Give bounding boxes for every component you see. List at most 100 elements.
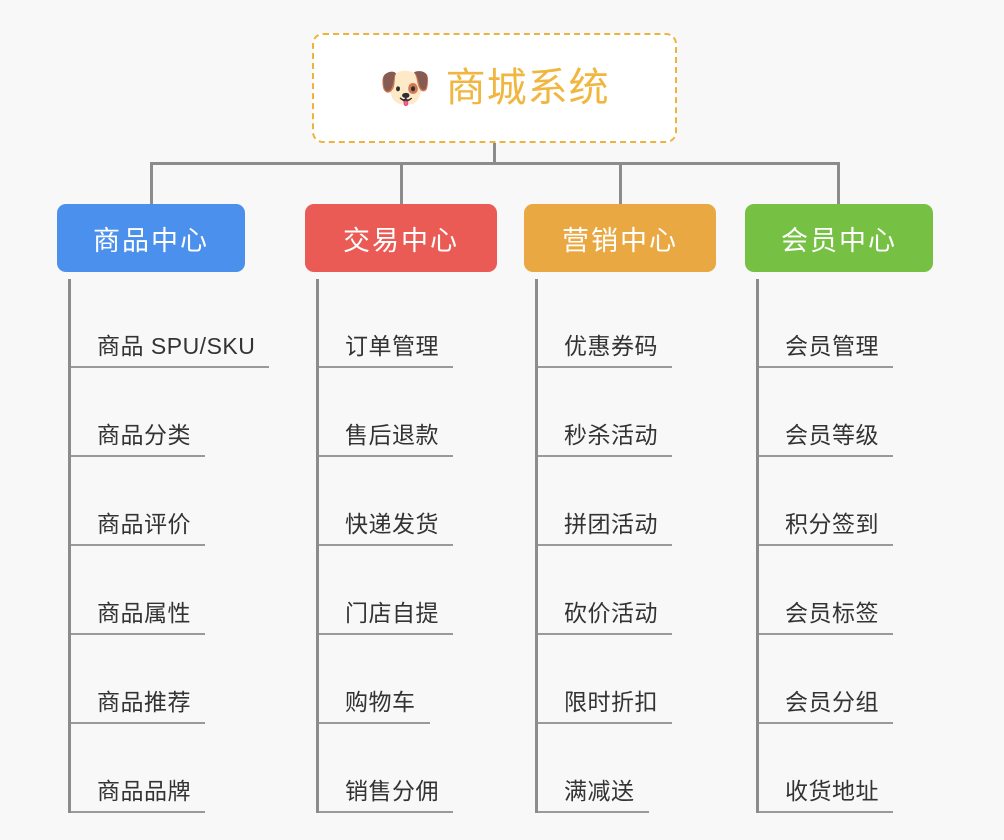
branch-item-label: 门店自提 — [345, 599, 439, 626]
branch-item[interactable]: 商品品牌 — [57, 724, 297, 813]
branch-spine — [68, 279, 71, 813]
branch-item-label: 商品推荐 — [97, 688, 191, 715]
branch-item-underline: 会员分组 — [759, 688, 893, 724]
branch-spine — [316, 279, 319, 813]
root-node[interactable]: 🐶 商城系统 — [312, 33, 677, 143]
branch-item-label: 商品属性 — [97, 599, 191, 626]
branch-item-label: 会员管理 — [785, 332, 879, 359]
branch-item-underline: 商品分类 — [71, 421, 205, 457]
branch-header-label: 营销中心 — [562, 225, 678, 256]
connector-drop-product — [150, 162, 153, 207]
branch-item[interactable]: 积分签到 — [745, 457, 933, 546]
branch-item-label: 订单管理 — [345, 332, 439, 359]
branch-item[interactable]: 商品分类 — [57, 368, 297, 457]
branch-item[interactable]: 会员等级 — [745, 368, 933, 457]
branch-item-underline: 快递发货 — [319, 510, 453, 546]
branch-item-label: 商品 SPU/SKU — [97, 332, 256, 359]
branch-item-label: 商品品牌 — [97, 777, 191, 804]
connector-horizontal-bus — [150, 162, 840, 165]
branch-item-underline: 商品属性 — [71, 599, 205, 635]
branch-item[interactable]: 销售分佣 — [305, 724, 497, 813]
branch-item[interactable]: 商品评价 — [57, 457, 297, 546]
branch-column-marketing-center: 营销中心优惠券码秒杀活动拼团活动砍价活动限时折扣满减送 — [524, 204, 716, 813]
branch-item[interactable]: 会员管理 — [745, 279, 933, 368]
branch-item-underline: 拼团活动 — [538, 510, 672, 546]
branch-item-label: 拼团活动 — [564, 510, 658, 537]
branch-column-trade-center: 交易中心订单管理售后退款快递发货门店自提购物车销售分佣 — [305, 204, 497, 813]
branch-item[interactable]: 售后退款 — [305, 368, 497, 457]
branch-item-underline: 满减送 — [538, 777, 649, 813]
branch-item[interactable]: 商品属性 — [57, 546, 297, 635]
branch-item[interactable]: 秒杀活动 — [524, 368, 716, 457]
branch-header-product-center[interactable]: 商品中心 — [57, 204, 245, 272]
branch-item-label: 商品评价 — [97, 510, 191, 537]
branch-item-label: 限时折扣 — [564, 688, 658, 715]
branch-item[interactable]: 门店自提 — [305, 546, 497, 635]
branch-item-underline: 售后退款 — [319, 421, 453, 457]
branch-item-label: 会员标签 — [785, 599, 879, 626]
connector-drop-marketing — [619, 162, 622, 207]
branch-item-underline: 秒杀活动 — [538, 421, 672, 457]
connector-root-stem — [493, 143, 496, 165]
branch-item[interactable]: 拼团活动 — [524, 457, 716, 546]
branch-item[interactable]: 商品推荐 — [57, 635, 297, 724]
branch-item-label: 满减送 — [564, 777, 635, 804]
branch-item-underline: 商品推荐 — [71, 688, 205, 724]
branch-items-trade-center: 订单管理售后退款快递发货门店自提购物车销售分佣 — [305, 279, 497, 813]
branch-item-underline: 会员等级 — [759, 421, 893, 457]
branch-item-underline: 商品品牌 — [71, 777, 205, 813]
branch-item-underline: 门店自提 — [319, 599, 453, 635]
branch-items-marketing-center: 优惠券码秒杀活动拼团活动砍价活动限时折扣满减送 — [524, 279, 716, 813]
branch-header-trade-center[interactable]: 交易中心 — [305, 204, 497, 272]
branch-spine — [535, 279, 538, 813]
branch-item-underline: 收货地址 — [759, 777, 893, 813]
branch-item-label: 会员分组 — [785, 688, 879, 715]
branch-item-label: 快递发货 — [345, 510, 439, 537]
branch-item-underline: 限时折扣 — [538, 688, 672, 724]
branch-item-underline: 会员标签 — [759, 599, 893, 635]
branch-item[interactable]: 会员标签 — [745, 546, 933, 635]
branch-item-underline: 积分签到 — [759, 510, 893, 546]
branch-item[interactable]: 快递发货 — [305, 457, 497, 546]
dog-face-icon: 🐶 — [379, 64, 432, 111]
branch-item[interactable]: 满减送 — [524, 724, 716, 813]
branch-header-member-center[interactable]: 会员中心 — [745, 204, 933, 272]
branch-item-label: 会员等级 — [785, 421, 879, 448]
connector-drop-member — [837, 162, 840, 207]
branch-item-label: 购物车 — [345, 688, 416, 715]
branch-item-label: 秒杀活动 — [564, 421, 658, 448]
branch-item-underline: 销售分佣 — [319, 777, 453, 813]
branch-item[interactable]: 限时折扣 — [524, 635, 716, 724]
branch-item-label: 商品分类 — [97, 421, 191, 448]
branch-item-underline: 优惠券码 — [538, 333, 672, 368]
branch-column-product-center: 商品中心商品 SPU/SKU 商品分类商品评价商品属性商品推荐商品品牌 — [57, 204, 297, 813]
branch-item-label: 售后退款 — [345, 421, 439, 448]
branch-header-label: 会员中心 — [781, 225, 897, 256]
branch-item[interactable]: 砍价活动 — [524, 546, 716, 635]
branch-column-member-center: 会员中心会员管理会员等级积分签到会员标签会员分组收货地址 — [745, 204, 933, 813]
branch-item[interactable]: 商品 SPU/SKU — [57, 279, 297, 368]
branch-item-underline: 订单管理 — [319, 332, 453, 368]
branch-item[interactable]: 订单管理 — [305, 279, 497, 368]
branch-header-marketing-center[interactable]: 营销中心 — [524, 204, 716, 272]
branch-item-underline: 商品评价 — [71, 510, 205, 546]
branch-item[interactable]: 会员分组 — [745, 635, 933, 724]
branch-item-underline: 会员管理 — [759, 332, 893, 368]
branch-items-member-center: 会员管理会员等级积分签到会员标签会员分组收货地址 — [745, 279, 933, 813]
branch-header-label: 商品中心 — [93, 225, 209, 256]
branch-item[interactable]: 购物车 — [305, 635, 497, 724]
branch-item-underline: 购物车 — [319, 688, 430, 724]
branch-item[interactable]: 收货地址 — [745, 724, 933, 813]
branch-item-label: 砍价活动 — [564, 599, 658, 626]
branch-item-underline: 砍价活动 — [538, 599, 672, 635]
connector-drop-trade — [400, 162, 403, 207]
branch-item-label: 收货地址 — [785, 777, 879, 804]
root-title: 商城系统 — [445, 66, 610, 110]
branch-header-label: 交易中心 — [343, 225, 459, 256]
branch-item-label: 积分签到 — [785, 510, 879, 537]
branch-item-underline: 商品 SPU/SKU — [71, 332, 270, 368]
branch-spine — [756, 279, 759, 813]
branch-item-label: 销售分佣 — [345, 777, 439, 804]
branch-item[interactable]: 优惠券码 — [524, 279, 716, 368]
